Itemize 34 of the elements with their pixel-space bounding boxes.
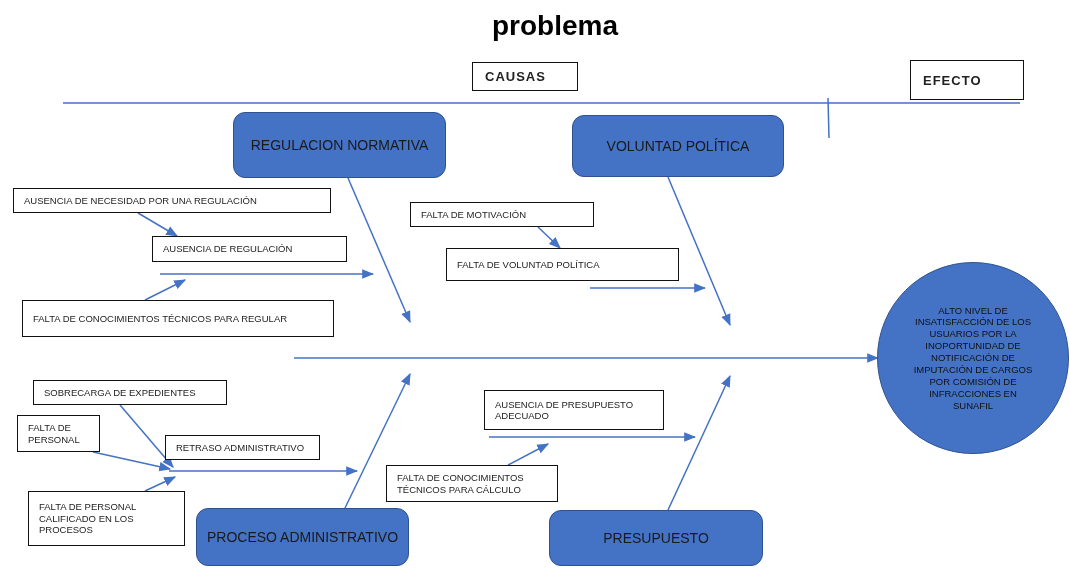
arrow [488, 432, 697, 442]
category-box: PRESUPUESTO [549, 510, 763, 566]
cause-box: FALTA DE MOTIVACIÓN [410, 202, 594, 227]
title: problema [491, 10, 620, 42]
effect-circle: ALTO NIVEL DE INSATISFACCIÓN DE LOS USUARIOS POR LA INOPORTUNIDAD DE NOTIFICACIÓN DE IMPUTACIÓN DE CARGOS POR COMISIÓN DE INFRACCIONES EN SUNAFIL [877, 262, 1069, 454]
arrow [347, 177, 411, 324]
cause-box: FALTA DE CONOCIMIENTOS TÉCNICOS PARA CÁLCULO [386, 465, 558, 502]
cause-box: FALTA DE CONOCIMIENTOS TÉCNICOS PARA REGULAR [22, 300, 334, 337]
heading-box: EFECTO [910, 60, 1024, 100]
cause-box: AUSENCIA DE REGULACIÓN [152, 236, 347, 262]
cause-box: AUSENCIA DE NECESIDAD POR UNA REGULACIÓN [13, 188, 331, 213]
heading-box: CAUSAS [472, 62, 578, 91]
category-box: VOLUNTAD POLÍTICA [572, 115, 784, 177]
arrow [144, 476, 177, 492]
arrow [589, 283, 707, 293]
arrow [667, 176, 731, 327]
arrow [119, 404, 174, 468]
arrow [537, 226, 561, 249]
cause-box: RETRASO ADMINISTRATIVO [165, 435, 320, 460]
arrow [137, 212, 179, 237]
cause-box: FALTA DE VOLUNTAD POLÍTICA [446, 248, 679, 281]
arrow [168, 466, 359, 476]
arrow [667, 374, 731, 511]
cause-box: SOBRECARGA DE EXPEDIENTES [33, 380, 227, 405]
arrow [144, 279, 187, 301]
cause-box: FALTA DE PERSONAL CALIFICADO EN LOS PROCESOS [28, 491, 185, 546]
cause-box: FALTA DE PERSONAL [17, 415, 100, 452]
cause-box: AUSENCIA DE PRESUPUESTO ADECUADO [484, 390, 664, 430]
category-box: REGULACION NORMATIVA [233, 112, 446, 178]
arrow [159, 269, 375, 279]
arrow [92, 451, 172, 472]
arrow [344, 372, 411, 509]
category-box: PROCESO ADMINISTRATIVO [196, 508, 409, 566]
arrow [507, 443, 550, 466]
